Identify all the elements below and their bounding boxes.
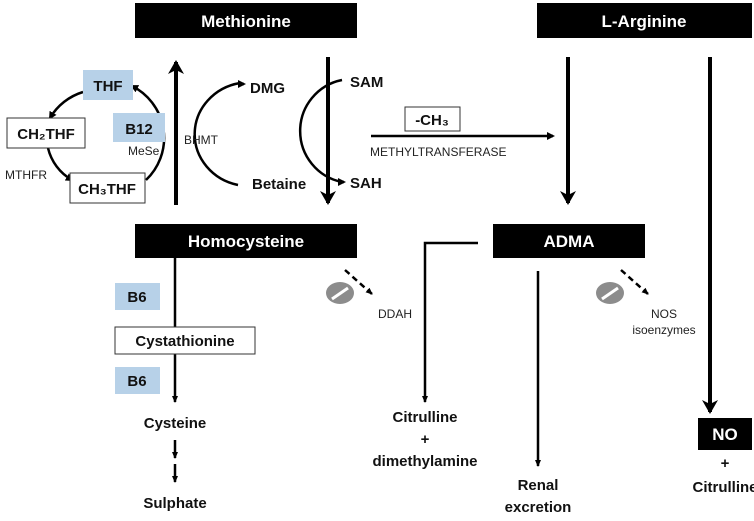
citrulline-label: Citrulline (392, 409, 457, 426)
ddah-inhibitor-icon (326, 282, 354, 304)
excretion-label: excretion (505, 499, 572, 516)
b6-top-label: B6 (127, 289, 146, 306)
thf-box: THF (83, 70, 133, 100)
nos-dashed-arrow (620, 269, 649, 295)
homocysteine-label: Homocysteine (188, 232, 304, 251)
ch2thf-box: CH₂THF (6, 117, 86, 149)
mthfr-label: MTHFR (5, 168, 47, 182)
b12-label: B12 (125, 121, 153, 138)
ddah-label: DDAH (378, 307, 412, 321)
bhmt-arc (193, 81, 241, 187)
citrulline-plus: + (421, 431, 430, 448)
adma-box: ADMA (493, 224, 645, 258)
betaine-label: Betaine (252, 176, 306, 193)
b12-box: B12 (113, 113, 165, 142)
folate-arc-to-ch3thf (46, 147, 74, 182)
ch3-label: -CH₃ (415, 112, 449, 129)
b6-top-box: B6 (115, 283, 160, 310)
b6-bottom-box: B6 (115, 367, 160, 394)
dmg-label: DMG (250, 80, 285, 97)
adma-label: ADMA (544, 232, 595, 251)
ch2thf-label: CH₂THF (17, 126, 75, 143)
renal-label: Renal (518, 477, 559, 494)
no-plus: + (721, 455, 730, 472)
ch3-box: -CH₃ (404, 106, 461, 132)
l-arginine-box: L-Arginine (537, 3, 752, 38)
ddah-dashed-arrow (344, 269, 373, 295)
nos-label: NOS (651, 307, 677, 321)
cysteine-label: Cysteine (144, 415, 207, 432)
cystathionine-label: Cystathionine (135, 333, 234, 350)
no-label: NO (712, 425, 738, 444)
thf-label: THF (93, 78, 122, 95)
bhmt-label: BHMT (184, 133, 219, 147)
homocysteine-box: Homocysteine (135, 224, 357, 258)
nos-inhibitor-icon (596, 282, 624, 304)
methyltransferase-label: METHYLTRANSFERASE (370, 145, 506, 159)
cystathionine-box: Cystathionine (114, 326, 256, 355)
ddah-pathway-arrow (422, 241, 478, 403)
sulphate-label: Sulphate (143, 495, 206, 512)
b6-bottom-label: B6 (127, 373, 146, 390)
mese-label: MeSe (128, 144, 160, 158)
dimethylamine-label: dimethylamine (372, 453, 477, 470)
methionine-label: Methionine (201, 12, 291, 31)
no-citrulline-label: Citrulline (692, 479, 754, 496)
sam-sah-arc (298, 78, 343, 184)
ch3thf-box: CH₃THF (69, 172, 146, 204)
l-arginine-label: L-Arginine (602, 12, 687, 31)
no-box: NO (698, 418, 752, 450)
methionine-box: Methionine (135, 3, 357, 38)
folate-arc-to-ch2thf (48, 90, 84, 120)
sah-label: SAH (350, 175, 382, 192)
nos-isoenzymes-label: isoenzymes (632, 323, 695, 337)
ch3thf-label: CH₃THF (78, 181, 136, 198)
sam-label: SAM (350, 74, 383, 91)
